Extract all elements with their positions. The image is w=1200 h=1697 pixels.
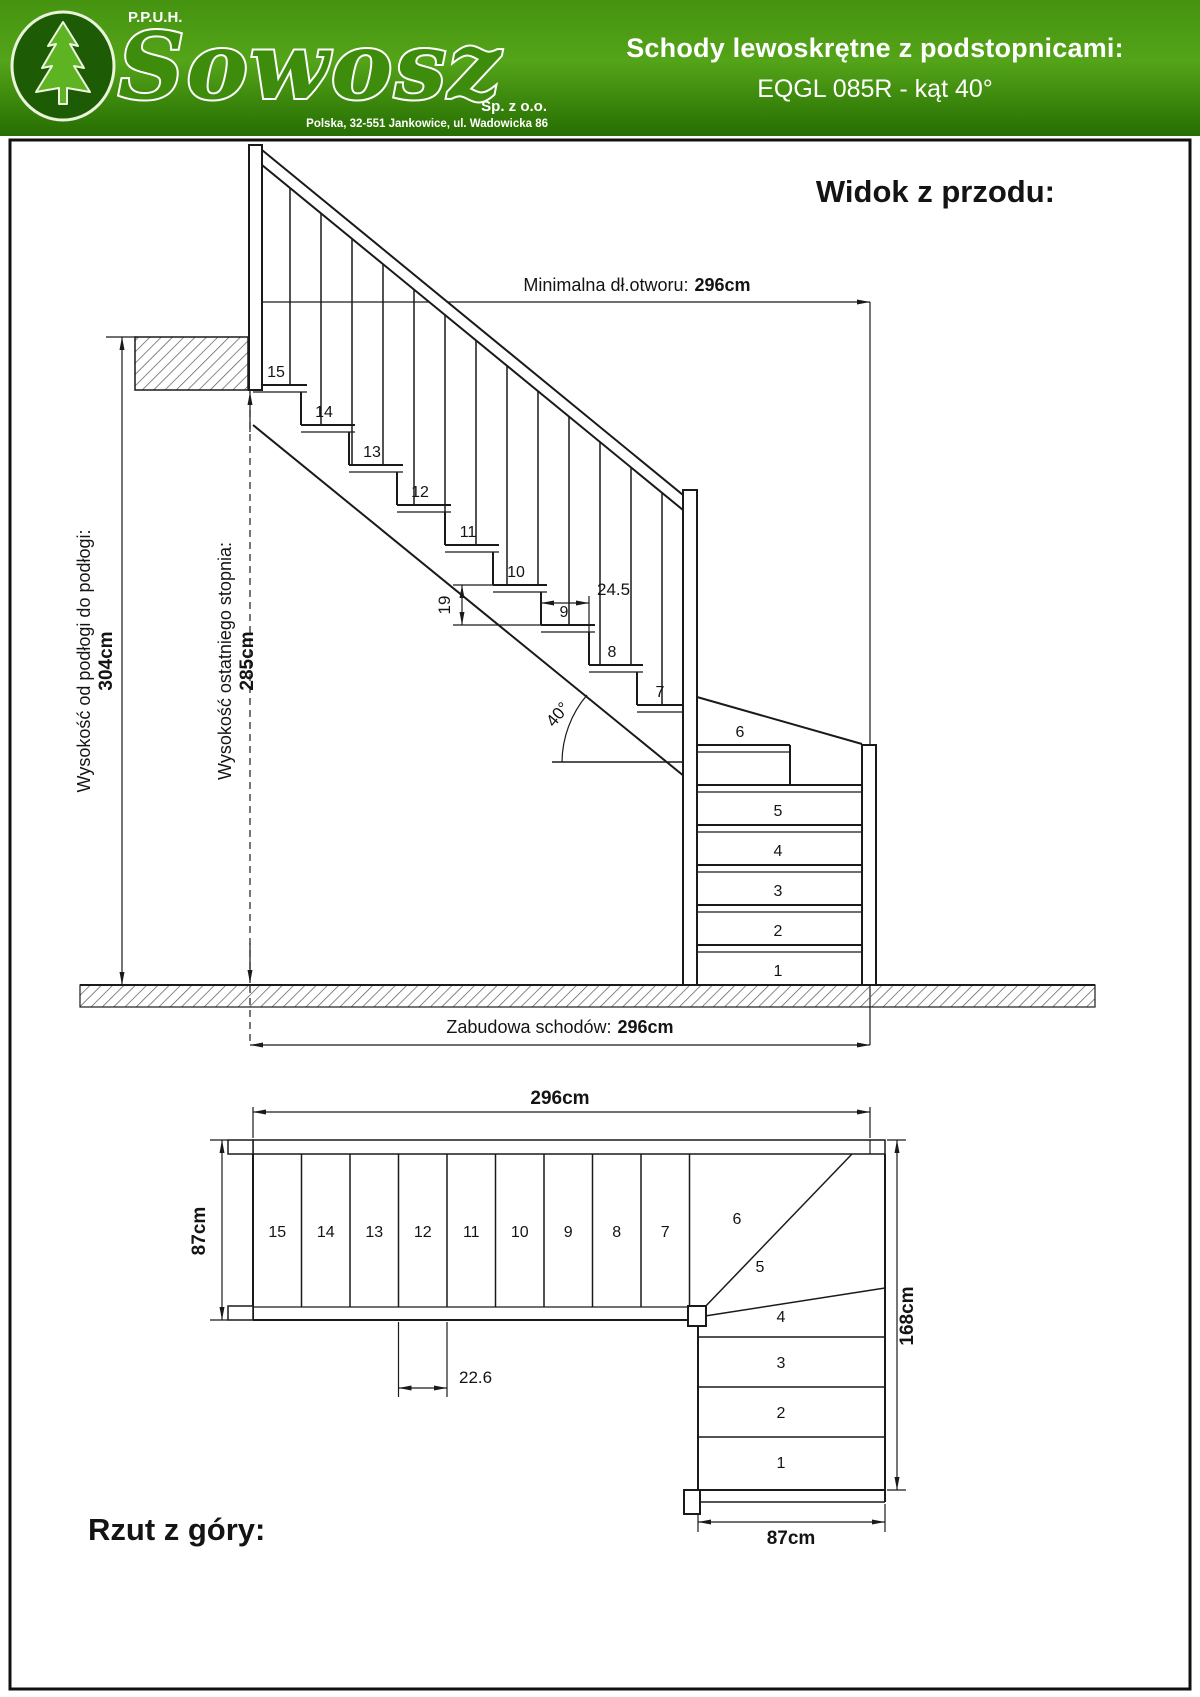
top-steps: 15 14 13 12 11 10 9 8 7 [268, 1154, 691, 1307]
step-number: 15 [268, 1224, 286, 1241]
dim-riser-height-label: 19 [435, 596, 454, 615]
handrail [261, 147, 684, 513]
step-number: 14 [315, 404, 333, 421]
balusters [289, 187, 663, 705]
dim-flight-width-label: 87cm [189, 1207, 210, 1256]
winder-divider-6-5 [701, 1153, 853, 1311]
step-number: 10 [507, 564, 525, 581]
front-steps: 15 14 13 12 11 10 9 8 7 [253, 364, 691, 745]
logo-wordmark: Sowosz [118, 12, 502, 120]
step-number: 9 [564, 1224, 573, 1241]
company-prefix: P.P.U.H. [128, 9, 182, 26]
front-structure: 15 14 13 12 11 10 9 8 7 6 5 4 3 2 1 [79, 144, 1096, 1008]
step-number: 1 [777, 1455, 786, 1472]
step-number: 5 [774, 803, 783, 820]
step-number: 11 [463, 1224, 480, 1241]
winder-divider-5-4 [704, 1287, 886, 1317]
document-title: Schody lewoskrętne z podstopnicami: EQGL… [560, 0, 1190, 136]
bottom-post [683, 1489, 701, 1515]
step-number: 8 [608, 644, 617, 661]
corner-post [687, 1305, 707, 1327]
company-suffix: Sp. z o.o. [481, 98, 547, 115]
upper-floor [134, 336, 249, 391]
step-number: 13 [363, 444, 381, 461]
step-number: 2 [774, 923, 783, 940]
step-number: 1 [774, 963, 783, 980]
step-number: 12 [414, 1224, 432, 1241]
step-number: 9 [560, 604, 569, 621]
top-post [248, 144, 263, 391]
front-view: 15 14 13 12 11 10 9 8 7 6 5 4 3 2 1 Widok z przodu: M… [74, 144, 1096, 1048]
top-stringer-band [252, 1139, 886, 1155]
front-view-title: Widok z przodu: [816, 174, 1055, 209]
winder-rail [696, 696, 863, 745]
step-number: 3 [777, 1355, 786, 1372]
dim-tread-depth-label: 24.5 [597, 580, 630, 599]
company-address: Polska, 32-551 Jankowice, ul. Wadowicka … [306, 118, 548, 130]
step-number: 4 [777, 1309, 786, 1326]
top-view: 15 14 13 12 11 10 9 8 7 6 5 4 3 2 1 [88, 1088, 918, 1549]
front-labels: Widok z przodu: Minimalna dł.otworu:296c… [74, 174, 1055, 1037]
step-number: 4 [774, 843, 783, 860]
dim-bottom-width-label: 87cm [767, 1528, 816, 1549]
top-dimension-lines [210, 1107, 906, 1532]
top-labels: 296cm 87cm 22.6 168cm 87cm Rzut z góry: [88, 1088, 918, 1549]
company-logo: P.P.U.H. Sowosz Sp. z o.o. Polska, 32-55… [10, 9, 548, 130]
step-number: 6 [736, 724, 745, 741]
band-cap-bottom-left [227, 1305, 254, 1321]
dim-side-length-label: 168cm [897, 1286, 918, 1345]
right-post [861, 744, 877, 986]
step-number: 5 [756, 1259, 765, 1276]
dim-minimal-opening-label: Minimalna dł.otworu:296cm [523, 275, 750, 295]
step-number: 6 [733, 1211, 742, 1228]
header: P.P.U.H. Sowosz Sp. z o.o. Polska, 32-55… [0, 0, 1200, 136]
content-frame [8, 138, 1192, 1691]
document-title-line2: EQGL 085R - kąt 40° [757, 74, 993, 103]
band-cap-top-left [227, 1139, 254, 1155]
top-winder-steps: 6 5 4 3 2 1 [733, 1211, 786, 1472]
angle-arc [561, 694, 588, 763]
step-number: 2 [777, 1405, 786, 1422]
dim-floor-to-floor-value: 304cm [96, 631, 117, 690]
floor [79, 984, 1096, 1008]
document-title-line1: Schody lewoskrętne z podstopnicami: [626, 32, 1124, 63]
dim-last-step-value: 285cm [237, 631, 258, 690]
step-number: 8 [612, 1224, 621, 1241]
dim-plan-width-label: 296cm [530, 1088, 589, 1109]
dim-plan-tread-label: 22.6 [459, 1368, 492, 1387]
top-structure: 15 14 13 12 11 10 9 8 7 6 5 4 3 2 1 [227, 1139, 886, 1515]
dim-enclosure-label: Zabudowa schodów:296cm [446, 1017, 673, 1037]
step-number: 3 [774, 883, 783, 900]
dim-last-step-label: Wysokość ostatniego stopnia: [215, 542, 235, 780]
step-number: 15 [267, 364, 285, 381]
top-view-title: Rzut z góry: [88, 1512, 265, 1547]
newel-post [682, 489, 698, 986]
front-winder-steps: 6 5 4 3 2 1 [697, 724, 862, 980]
step-number: 12 [411, 484, 429, 501]
step-number: 7 [661, 1224, 670, 1241]
step-number: 11 [460, 524, 477, 541]
stringer [252, 424, 691, 782]
dim-floor-to-floor-label: Wysokość od podłogi do podłogi: [74, 529, 94, 792]
step-number: 13 [365, 1224, 383, 1241]
step-number: 10 [511, 1224, 529, 1241]
step-number: 14 [317, 1224, 335, 1241]
step-number: 7 [656, 684, 665, 701]
tree-icon [35, 21, 91, 105]
